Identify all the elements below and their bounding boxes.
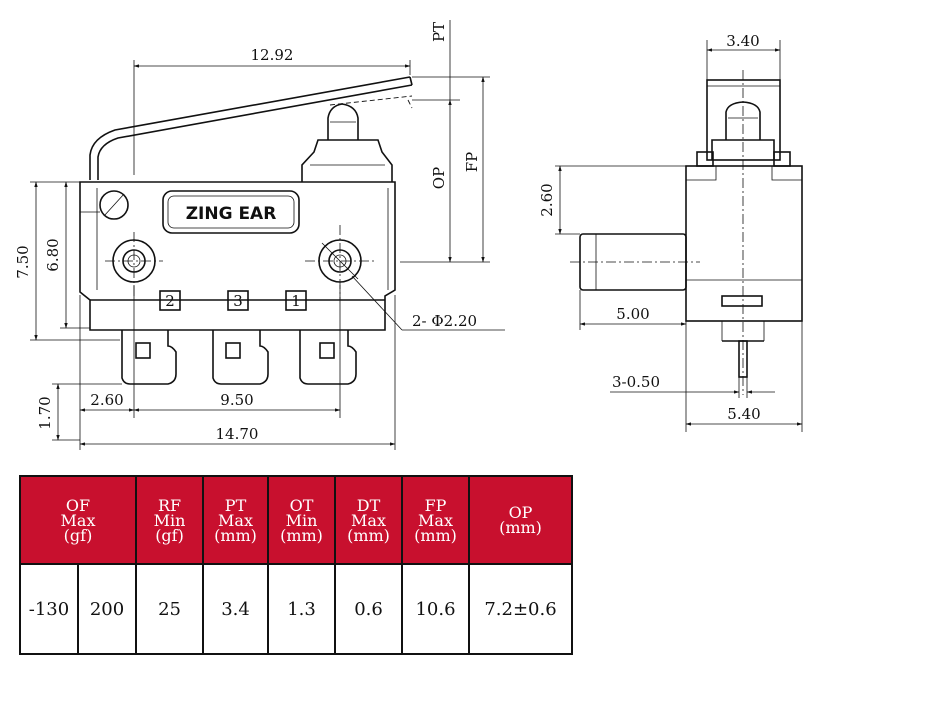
value-ot: 1.3 [267, 563, 337, 655]
dim-pt-label: PT [430, 22, 448, 42]
dim-fp-label: FP [463, 152, 481, 173]
dim-hole-offset: 2.60 [90, 391, 123, 409]
dim-height-total: 7.50 [14, 245, 32, 278]
value-of-max: 200 [76, 563, 138, 655]
header-op: OP(mm) [468, 475, 574, 565]
terminal-label-1: 1 [291, 292, 301, 310]
value-op: 7.2±0.6 [468, 563, 574, 655]
side-view: 3.40 2.60 5.00 3-0.50 5.40 [538, 32, 803, 432]
value-rf: 25 [135, 563, 205, 655]
terminal-label-3: 3 [233, 292, 243, 310]
value-fp: 10.6 [401, 563, 471, 655]
dim-body-length: 14.70 [216, 425, 259, 443]
dim-side-width-bottom: 5.40 [727, 405, 760, 423]
brand-label: ZING EAR [186, 204, 277, 224]
dim-side-width-top: 3.40 [726, 32, 759, 50]
terminal-label-2: 2 [165, 292, 175, 310]
mounting-hole-left [105, 232, 163, 296]
dim-terminal-offset: 1.70 [36, 396, 54, 429]
dim-side-tab: 5.00 [616, 305, 649, 323]
dim-lever-length: 12.92 [251, 46, 294, 64]
value-of-min: -130 [19, 563, 79, 655]
front-view: ZING EAR 2 3 1 [14, 20, 505, 450]
dim-terminal-width: 3-0.50 [612, 373, 660, 391]
dim-op-label: OP [430, 167, 448, 189]
dim-hole-spacing: 9.50 [220, 391, 253, 409]
dim-side-height: 2.60 [538, 183, 556, 216]
dim-hole-diameter: 2- Φ2.20 [412, 312, 477, 330]
spec-value-row: -130 200 25 3.4 1.3 0.6 10.6 7.2±0.6 [19, 563, 574, 655]
switch-drawing: ZING EAR 2 3 1 [14, 20, 803, 450]
value-pt: 3.4 [202, 563, 270, 655]
value-dt: 0.6 [334, 563, 404, 655]
dim-height-body: 6.80 [44, 238, 62, 271]
